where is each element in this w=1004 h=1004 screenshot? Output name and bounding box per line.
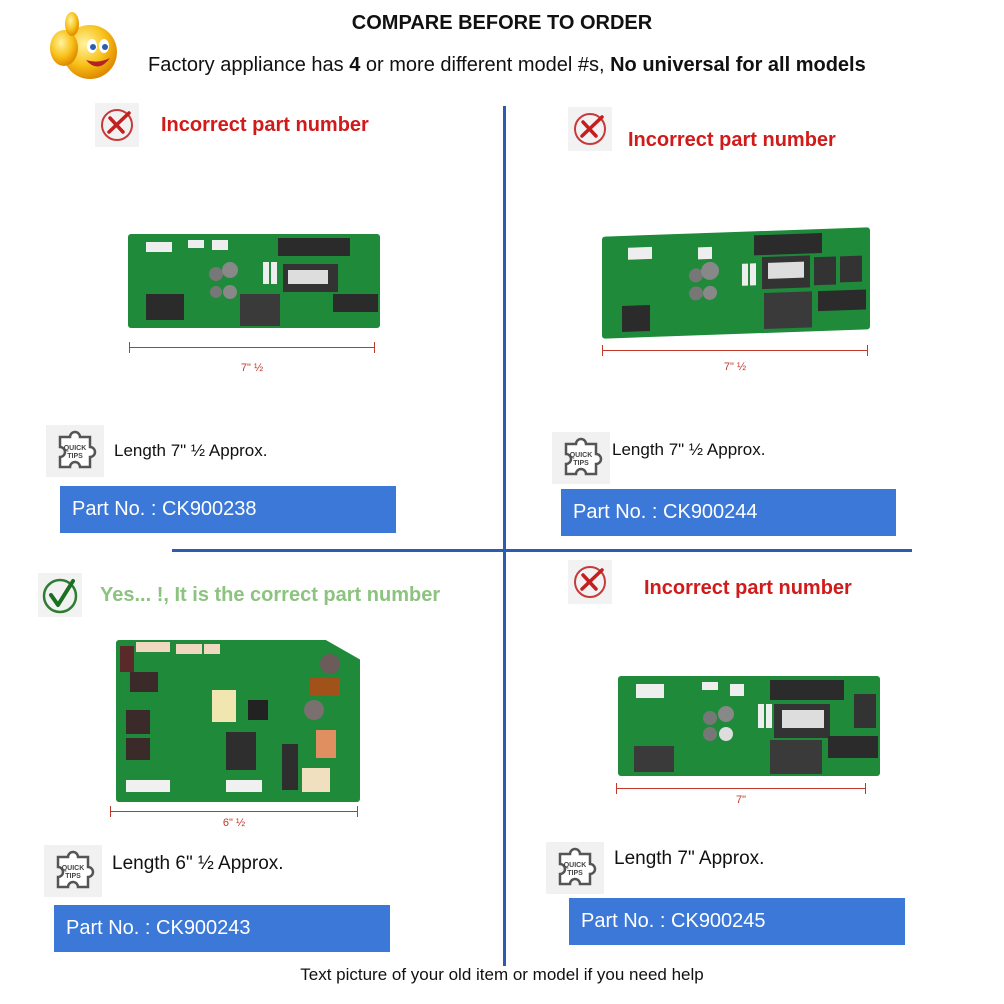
- part-number-badge: Part No. : CK900244: [561, 489, 896, 536]
- status-text: Incorrect part number: [628, 129, 836, 151]
- horizontal-divider: [172, 549, 912, 552]
- svg-text:TIPS: TIPS: [65, 873, 81, 880]
- svg-text:QUICK: QUICK: [62, 865, 85, 872]
- svg-text:QUICK: QUICK: [570, 452, 593, 459]
- length-text: Length 7" ½ Approx.: [114, 441, 268, 460]
- svg-text:TIPS: TIPS: [67, 453, 83, 460]
- status-text: Incorrect part number: [644, 576, 852, 599]
- svg-text:QUICK: QUICK: [564, 862, 587, 869]
- part-number-badge: Part No. : CK900238: [60, 486, 396, 533]
- circuit-board-image-ck900238: [128, 234, 380, 328]
- status-correct: Yes... !, It is the correct part number: [38, 573, 440, 617]
- status-text: Yes... !, It is the correct part number: [100, 583, 441, 606]
- x-circle-icon: [568, 106, 612, 151]
- status-incorrect: Incorrect part number: [568, 105, 836, 152]
- measurement-line: [602, 345, 868, 356]
- measurement-label: 6" ½: [222, 817, 246, 829]
- svg-text:TIPS: TIPS: [567, 870, 583, 877]
- vertical-divider: [503, 106, 506, 966]
- page-subtitle: Factory appliance has 4 or more differen…: [148, 54, 866, 76]
- status-text: Incorrect part number: [161, 113, 369, 136]
- part-number-badge: Part No. : CK900243: [54, 905, 390, 952]
- thumbs-up-emoji-icon: [46, 10, 120, 82]
- measurement-label: 7" ½: [240, 362, 264, 374]
- svg-text:QUICK: QUICK: [64, 445, 87, 452]
- x-circle-icon: [568, 560, 612, 604]
- length-text: Length 6" ½ Approx.: [112, 853, 284, 874]
- page-title: COMPARE BEFORE TO ORDER: [351, 12, 653, 34]
- status-incorrect: Incorrect part number: [95, 103, 369, 147]
- circuit-board-image-ck900244: [602, 227, 870, 339]
- measurement-line: [110, 806, 358, 817]
- measurement-line: [616, 783, 866, 794]
- measurement-label: 7" ½: [723, 361, 747, 373]
- measurement-line: [129, 342, 375, 353]
- part-number-badge: Part No. : CK900245: [569, 898, 905, 945]
- status-incorrect: Incorrect part number: [568, 560, 852, 604]
- x-circle-icon: [95, 103, 139, 147]
- length-text: Length 7" ½ Approx.: [612, 440, 766, 459]
- check-circle-icon: [38, 573, 82, 617]
- length-text: Length 7" Approx.: [614, 848, 765, 869]
- svg-text:TIPS: TIPS: [573, 460, 589, 467]
- footer-help-text: Text picture of your old item or model i…: [300, 965, 704, 984]
- circuit-board-image-ck900243: [116, 640, 360, 802]
- measurement-label: 7": [735, 794, 747, 806]
- circuit-board-image-ck900245: [618, 676, 880, 776]
